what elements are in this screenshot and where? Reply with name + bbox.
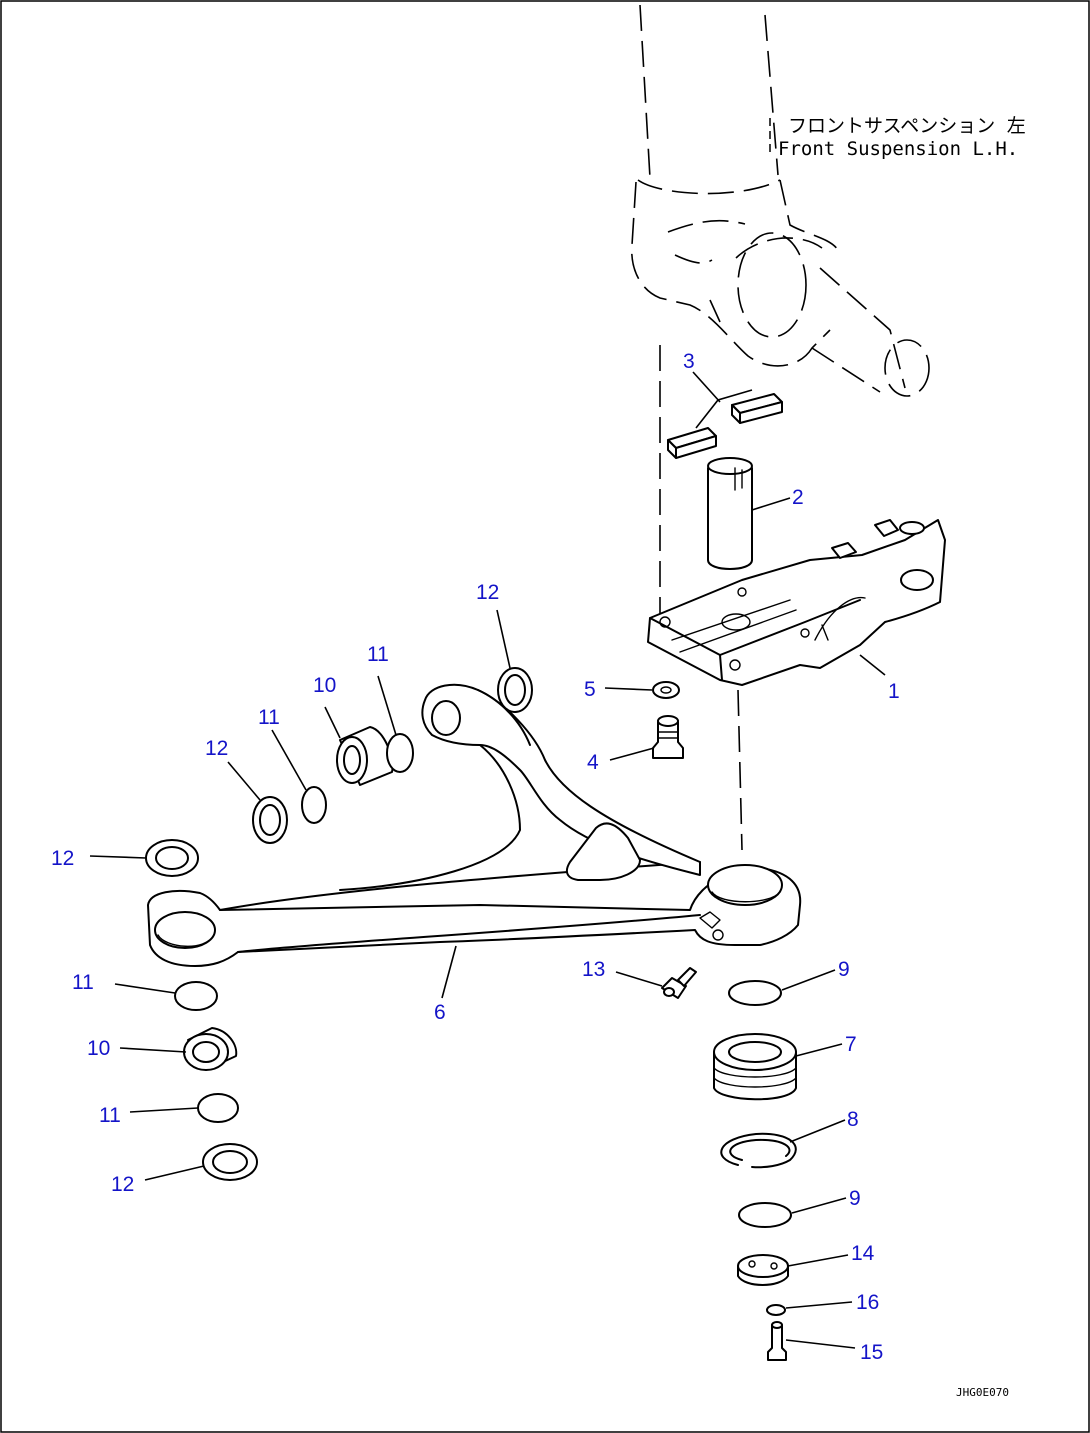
part-12-seal-mid bbox=[252, 796, 288, 844]
part-2-pin bbox=[707, 457, 753, 570]
part-12-seal-top bbox=[497, 667, 533, 713]
callout-15: 15 bbox=[860, 1341, 883, 1364]
part-12-seal-left bbox=[145, 839, 199, 877]
part-9-shims bbox=[728, 980, 792, 1228]
callout-3: 3 bbox=[683, 350, 695, 373]
leader-lines bbox=[89, 371, 886, 1349]
callout-11-lower-b: 11 bbox=[99, 1104, 121, 1127]
part-11-shims bbox=[174, 733, 414, 1123]
front-suspension-outline bbox=[630, 4, 930, 851]
drawing-code: JHG0E070 bbox=[956, 1386, 1009, 1399]
part-12-seal-bottom bbox=[202, 1143, 258, 1181]
callout-7: 7 bbox=[845, 1033, 857, 1056]
callout-9-upper: 9 bbox=[838, 958, 850, 981]
part-5-washer bbox=[652, 681, 680, 699]
callout-labels: 3 2 1 5 4 12 11 10 11 12 12 6 13 9 7 8 9… bbox=[51, 350, 900, 1364]
callout-10-upper: 10 bbox=[313, 674, 336, 697]
part-13-grease-fitting bbox=[661, 967, 697, 999]
part-15-bolt bbox=[767, 1321, 787, 1361]
caption-english: Front Suspension L.H. bbox=[778, 138, 1018, 160]
callout-13: 13 bbox=[582, 958, 605, 981]
part-3-shims bbox=[667, 393, 783, 459]
callout-16: 16 bbox=[856, 1291, 879, 1314]
callout-10-lower: 10 bbox=[87, 1037, 110, 1060]
part-1-bracket bbox=[647, 519, 946, 686]
caption-japanese: フロントサスペンション 左 bbox=[788, 115, 1026, 137]
part-14-plate bbox=[737, 1254, 789, 1286]
part-16-washer bbox=[766, 1304, 786, 1316]
callout-12-bottom: 12 bbox=[111, 1173, 134, 1196]
callout-2: 2 bbox=[792, 486, 804, 509]
part-8-snap-ring bbox=[720, 1132, 797, 1169]
callout-5: 5 bbox=[584, 678, 596, 701]
callout-8: 8 bbox=[847, 1108, 859, 1131]
part-6-lower-arm bbox=[147, 683, 802, 967]
callout-12-left: 12 bbox=[51, 847, 74, 870]
callout-9-lower: 9 bbox=[849, 1187, 861, 1210]
callout-14: 14 bbox=[851, 1242, 875, 1265]
callout-11-upper: 11 bbox=[367, 643, 389, 666]
callout-6: 6 bbox=[434, 1001, 446, 1024]
callout-1: 1 bbox=[888, 680, 900, 703]
callout-11-mid: 11 bbox=[258, 706, 280, 729]
part-10-bearing-upper bbox=[336, 726, 394, 786]
callout-4: 4 bbox=[587, 751, 599, 774]
part-10-bearing-lower bbox=[183, 1027, 238, 1071]
part-4-bolt bbox=[652, 715, 684, 759]
callout-11-lower-a: 11 bbox=[72, 971, 94, 994]
callout-12-mid: 12 bbox=[205, 737, 228, 760]
callout-12-top: 12 bbox=[476, 581, 499, 604]
part-7-bushing bbox=[713, 1033, 797, 1101]
